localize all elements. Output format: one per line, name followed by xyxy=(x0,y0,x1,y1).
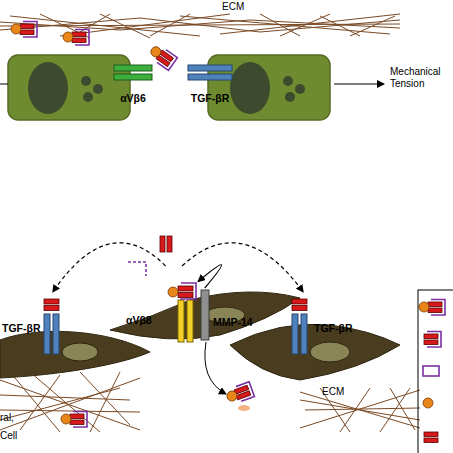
molecule-label: TGF-βR xyxy=(2,322,42,334)
node-shape xyxy=(200,288,260,342)
molecule-label: αVβ8 xyxy=(126,314,174,326)
tgf-beta-dimer xyxy=(424,334,438,345)
nucleus xyxy=(28,62,68,114)
receptor-bar xyxy=(292,314,298,354)
cleaved-lap xyxy=(128,262,146,276)
receptor-node: TGF-βR xyxy=(186,62,234,108)
receptor-node: TGF-βR xyxy=(0,292,66,356)
protease-node: MMP-14 xyxy=(200,288,260,342)
nucleus xyxy=(62,343,98,361)
molecule-label: MMP-14 xyxy=(213,316,259,328)
receptor-bar xyxy=(114,65,152,71)
process-label: Mechanical Tension xyxy=(390,66,448,90)
node-shape xyxy=(126,266,198,344)
fiber xyxy=(40,14,395,38)
cleaved-fragment xyxy=(238,405,250,411)
organelle xyxy=(93,84,103,94)
receptor-bar xyxy=(188,74,232,80)
organelle xyxy=(283,76,293,86)
diffusion-arrow xyxy=(182,243,303,292)
tgf-beta-bar xyxy=(292,306,307,311)
ecm-label: ECM xyxy=(322,386,344,398)
legend-box xyxy=(418,290,453,453)
integrin-node: αVβ6 xyxy=(112,62,154,108)
fragment-label: Cell xyxy=(0,430,17,442)
tgf-beta-bar xyxy=(178,293,193,298)
released-tgf-beta xyxy=(160,236,165,252)
latent-complex xyxy=(61,412,87,428)
tension-line xyxy=(0,84,8,85)
ecm-fibers xyxy=(0,372,420,432)
fragment-label: ral, xyxy=(0,412,14,424)
ecm-label: ECM xyxy=(222,1,244,13)
receptor-bar xyxy=(188,65,232,71)
legend-icon xyxy=(423,398,433,408)
fiber xyxy=(0,372,140,432)
ltbp-circle xyxy=(168,287,178,297)
organelle xyxy=(295,84,305,94)
fiber xyxy=(300,388,420,432)
legend-icon xyxy=(424,432,438,443)
receptor-bar xyxy=(114,74,152,80)
molecule-label: αVβ6 xyxy=(112,92,154,104)
fibroblast-cell xyxy=(0,331,150,378)
diffusion-arrow xyxy=(53,243,166,292)
legend-icon xyxy=(423,366,439,376)
legend-icon xyxy=(419,300,445,316)
integrin-bar xyxy=(187,300,193,342)
tgf-beta-bar xyxy=(44,299,59,304)
latent-complex xyxy=(63,30,89,46)
tension-arrow xyxy=(334,84,384,85)
receptor-bar xyxy=(53,314,59,354)
organelle xyxy=(81,76,91,86)
integrin-bar xyxy=(178,300,184,342)
receptor-node: TGF-βR xyxy=(288,292,364,356)
nucleus xyxy=(310,342,350,362)
nucleus xyxy=(230,62,270,114)
molecule-label: TGF-βR xyxy=(186,92,234,104)
receptor-bar xyxy=(44,314,50,354)
lap-bracket xyxy=(180,283,196,299)
latent-complex xyxy=(225,382,255,405)
latent-complex xyxy=(11,22,37,38)
molecule-label: TGF-βR xyxy=(314,322,362,334)
organelle xyxy=(285,92,295,102)
released-tgf-beta xyxy=(167,236,172,252)
tgf-beta-bar xyxy=(44,306,59,311)
receptor-bar xyxy=(301,314,307,354)
legend-icon xyxy=(424,332,441,348)
ecm-fibers xyxy=(0,14,400,38)
protease-arrow xyxy=(205,342,226,394)
tgf-beta-bar xyxy=(292,299,307,304)
protease-bar xyxy=(201,290,209,340)
organelle xyxy=(83,92,93,102)
tgf-beta-bar xyxy=(178,286,193,291)
epithelial-cell xyxy=(8,55,130,120)
activation-arrow xyxy=(198,265,222,288)
integrin-node: αVβ8 xyxy=(126,266,198,344)
